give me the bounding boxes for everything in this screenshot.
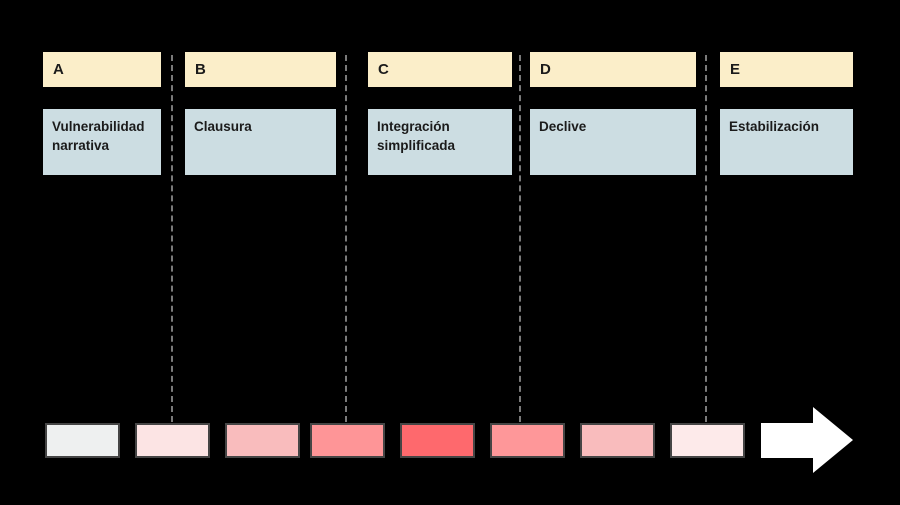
column-divider-line xyxy=(519,55,521,422)
column-a-label: A xyxy=(53,61,64,78)
column-b: B Clausura xyxy=(185,52,336,175)
column-a: A Vulnerabilidad narrativa xyxy=(43,52,161,175)
timeline-arrow xyxy=(758,404,858,478)
column-e-description: Estabilización xyxy=(720,109,853,175)
timeline-swatch-5 xyxy=(400,423,475,458)
timeline-swatch-2 xyxy=(135,423,210,458)
column-d-label: D xyxy=(540,61,551,78)
column-a-header: A xyxy=(43,52,161,87)
column-c-header: C xyxy=(368,52,512,87)
column-d-description: Declive xyxy=(530,109,696,175)
column-a-description: Vulnerabilidad narrativa xyxy=(43,109,161,175)
column-b-label: B xyxy=(195,61,206,78)
right-arrow-icon xyxy=(761,407,853,473)
column-d-header: D xyxy=(530,52,696,87)
timeline-swatch-7 xyxy=(580,423,655,458)
column-b-description: Clausura xyxy=(185,109,336,175)
timeline-swatch-4 xyxy=(310,423,385,458)
column-d: D Declive xyxy=(530,52,696,175)
column-c-description: Integración simplificada xyxy=(368,109,512,175)
column-b-header: B xyxy=(185,52,336,87)
column-divider-line xyxy=(705,55,707,422)
column-e-label: E xyxy=(730,61,741,78)
column-c-label: C xyxy=(378,61,389,78)
column-c: C Integración simplificada xyxy=(368,52,512,175)
column-e: E Estabilización xyxy=(720,52,853,175)
column-e-header: E xyxy=(720,52,853,87)
timeline-swatch-8 xyxy=(670,423,745,458)
timeline-swatch-3 xyxy=(225,423,300,458)
timeline-swatch-1 xyxy=(45,423,120,458)
column-divider-line xyxy=(171,55,173,422)
column-divider-line xyxy=(345,55,347,422)
timeline-swatch-6 xyxy=(490,423,565,458)
